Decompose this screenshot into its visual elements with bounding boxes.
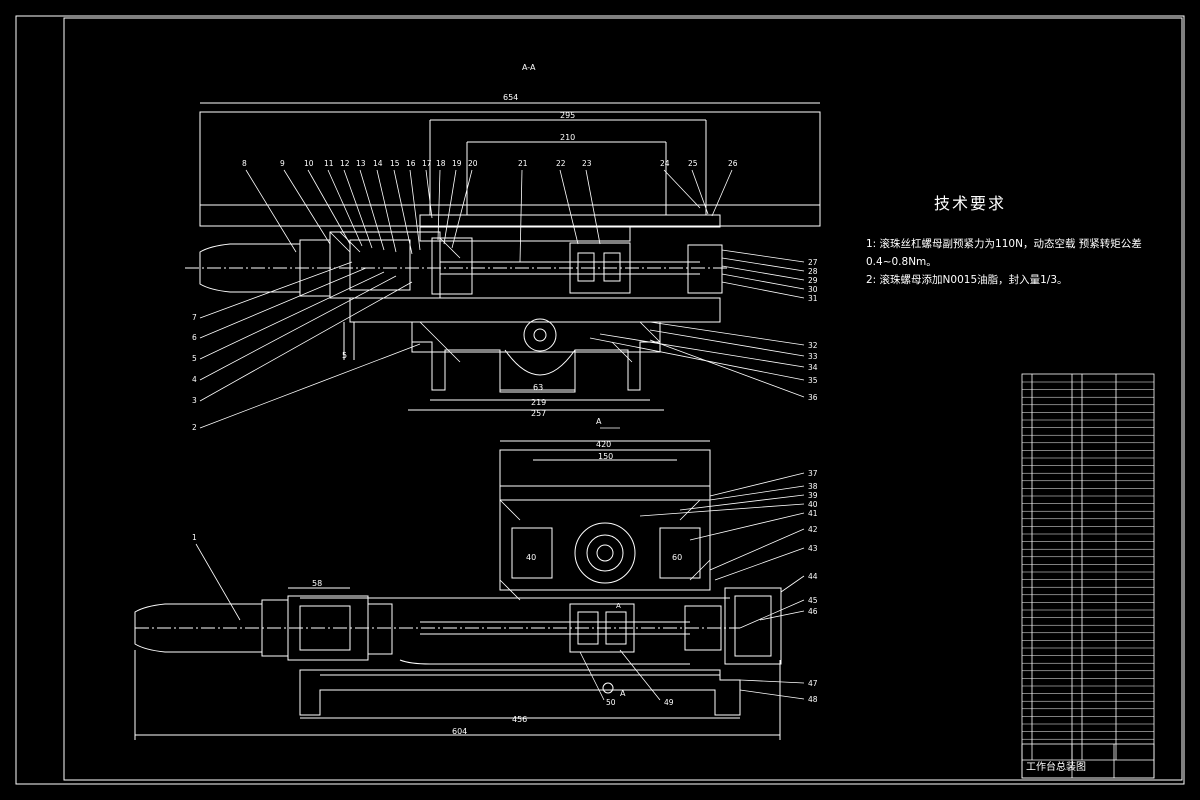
svg-text:40: 40 [808,500,818,509]
svg-text:456: 456 [512,715,527,724]
svg-text:35: 35 [808,376,818,385]
top-dimensions: 654 295 210 63 219 257 5 [342,93,575,418]
svg-text:30: 30 [808,285,818,294]
misc-part-numbers: 1 49 50 A A A [192,417,674,707]
svg-text:40: 40 [526,553,536,562]
svg-text:46: 46 [808,607,818,616]
svg-text:22: 22 [556,159,566,168]
right-leaders-top [589,249,805,398]
outer-frame [15,15,1185,785]
svg-text:14: 14 [373,159,383,168]
svg-text:8: 8 [242,159,247,168]
svg-text:38: 38 [808,482,818,491]
svg-text:13: 13 [356,159,366,168]
svg-text:11: 11 [324,159,334,168]
svg-text:17: 17 [422,159,432,168]
svg-text:24: 24 [660,159,670,168]
svg-text:12: 12 [340,159,350,168]
left-leaders [199,261,421,429]
drawing-title: 工作台总装图 [1026,760,1086,773]
svg-text:29: 29 [808,276,818,285]
svg-text:20: 20 [468,159,478,168]
tech-item-1-cont: 0.4~0.8Nm。 [866,256,937,268]
svg-text:63: 63 [533,383,543,392]
svg-text:58: 58 [312,579,322,588]
svg-text:26: 26 [728,159,738,168]
svg-text:36: 36 [808,393,818,402]
svg-text:18: 18 [436,159,446,168]
svg-text:9: 9 [280,159,285,168]
svg-text:A: A [596,417,602,426]
svg-text:41: 41 [808,509,818,518]
svg-text:604: 604 [452,727,467,736]
svg-text:23: 23 [582,159,592,168]
right-part-numbers-top: 27 28 29 30 31 32 33 34 35 36 [808,258,818,402]
svg-text:295: 295 [560,111,575,120]
svg-text:257: 257 [531,409,546,418]
svg-text:6: 6 [192,333,197,342]
svg-text:15: 15 [390,159,400,168]
svg-text:5: 5 [192,354,197,363]
svg-text:5: 5 [342,351,347,360]
svg-text:47: 47 [808,679,818,688]
top-part-numbers: 8 9 10 11 12 13 14 15 16 17 18 19 20 21 … [242,159,738,168]
svg-text:25: 25 [688,159,698,168]
svg-text:420: 420 [596,440,611,449]
tech-item-1: 1: 滚珠丝杠螺母副预紧力为110N，动态空载 预紧转矩公差 [866,238,1142,250]
svg-text:16: 16 [406,159,416,168]
svg-text:219: 219 [531,398,546,407]
svg-text:32: 32 [808,341,818,350]
svg-text:2: 2 [192,423,197,432]
svg-text:34: 34 [808,363,818,372]
svg-text:48: 48 [808,695,818,704]
left-part-numbers: 7 6 5 4 3 2 [192,313,197,432]
tech-title: 技术要求 [934,194,1007,213]
svg-text:210: 210 [560,133,575,142]
bottom-view [134,440,782,740]
svg-text:31: 31 [808,294,818,303]
svg-text:43: 43 [808,544,818,553]
bom-rows [1022,381,1154,740]
svg-text:28: 28 [808,267,818,276]
tech-item-2: 2: 滚珠螺母添加N0015油脂，封入量1/3。 [866,274,1068,286]
svg-text:4: 4 [192,375,197,384]
svg-text:39: 39 [808,491,818,500]
right-leaders-bottom [639,472,805,700]
svg-text:49: 49 [664,698,674,707]
svg-text:27: 27 [808,258,818,267]
svg-text:60: 60 [672,553,682,562]
svg-text:A: A [616,602,621,610]
svg-text:10: 10 [304,159,314,168]
right-part-numbers-bottom: 37 38 39 40 41 42 43 44 45 46 47 48 [808,469,818,704]
title-block [1021,743,1155,779]
top-leaders [245,169,733,263]
svg-text:654: 654 [503,93,518,102]
svg-text:50: 50 [606,698,616,707]
svg-text:150: 150 [598,452,613,461]
svg-text:37: 37 [808,469,818,478]
svg-text:45: 45 [808,596,818,605]
bottom-dimensions: 420 150 58 456 604 40 60 [312,440,682,736]
svg-text:19: 19 [452,159,462,168]
top-view [185,102,821,411]
svg-text:A: A [620,689,626,698]
svg-text:1: 1 [192,533,197,542]
svg-text:3: 3 [192,396,197,405]
inner-frame [63,17,1183,781]
misc-leaders [195,427,661,701]
svg-text:7: 7 [192,313,197,322]
svg-text:42: 42 [808,525,818,534]
svg-text:33: 33 [808,352,818,361]
bom-table [1021,373,1155,779]
section-label: A-A [522,63,536,72]
svg-text:44: 44 [808,572,818,581]
svg-text:21: 21 [518,159,528,168]
